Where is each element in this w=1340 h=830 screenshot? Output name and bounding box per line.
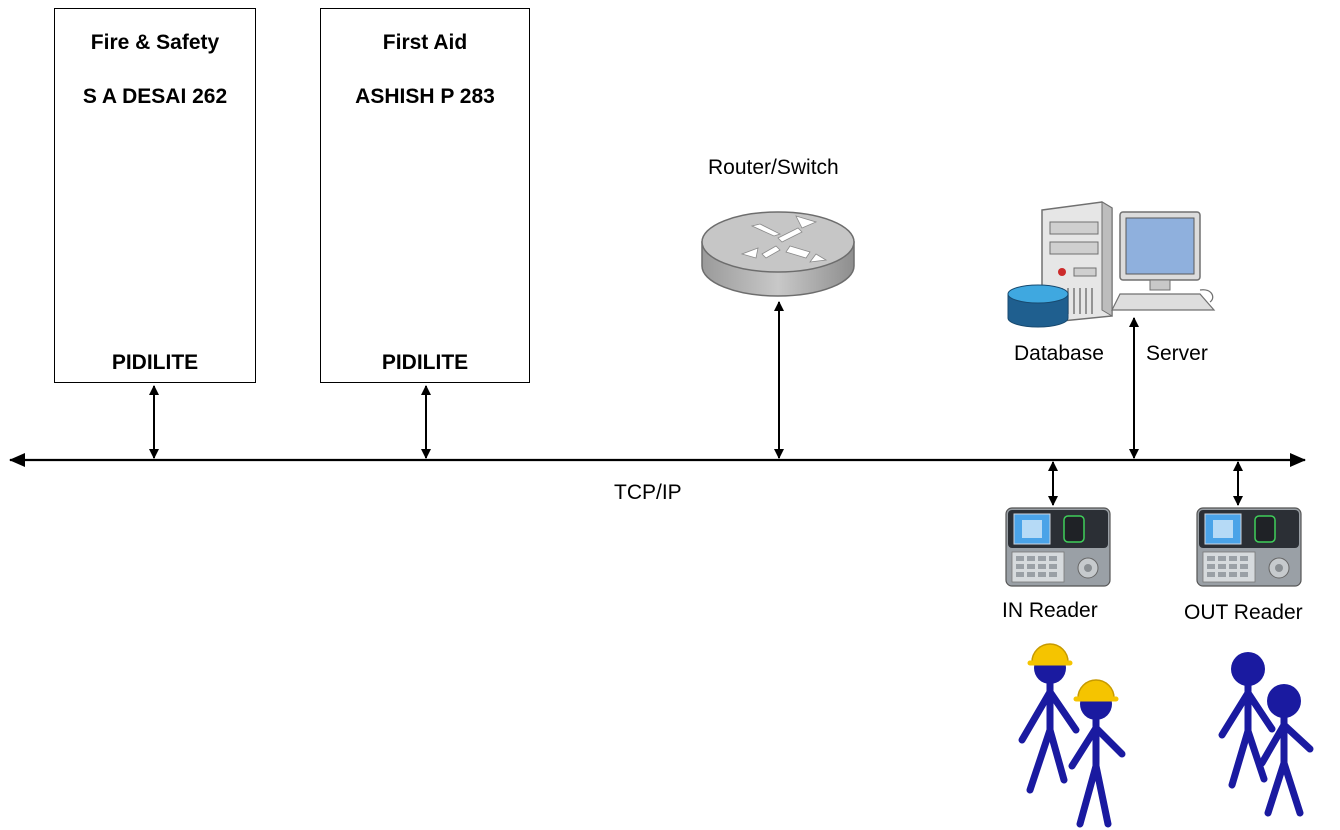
out-reader-icon [1196, 507, 1302, 587]
board-title: Fire & Safety [90, 31, 220, 54]
worker-with-helmet-icon [1018, 643, 1080, 794]
tcp-ip-label: TCP/IP [614, 481, 682, 504]
server-label: Server [1146, 342, 1208, 365]
in-workers-icon [1018, 643, 1126, 828]
board-person: ASHISH P 283 [355, 85, 495, 108]
worker-with-helmet-icon [1068, 679, 1126, 828]
board-footer: PIDILITE [381, 351, 469, 374]
worker-icon [1258, 684, 1314, 817]
board-title: First Aid [382, 31, 468, 54]
router-label: Router/Switch [708, 156, 839, 179]
board-footer: PIDILITE [111, 351, 199, 374]
server-computer-icon [1007, 201, 1216, 328]
out-reader-label: OUT Reader [1184, 601, 1303, 624]
out-workers-icon [1218, 652, 1314, 817]
board-person: S A DESAI 262 [82, 85, 228, 108]
in-reader-icon [1005, 507, 1111, 587]
worker-icon [1218, 652, 1276, 789]
first-aid-board: First Aid ASHISH P 283 PIDILITE [320, 8, 530, 383]
in-reader-label: IN Reader [1002, 599, 1098, 622]
database-icon [1007, 284, 1069, 328]
database-label: Database [1014, 342, 1104, 365]
router-icon [701, 211, 855, 297]
fire-safety-board: Fire & Safety S A DESAI 262 PIDILITE [54, 8, 256, 383]
